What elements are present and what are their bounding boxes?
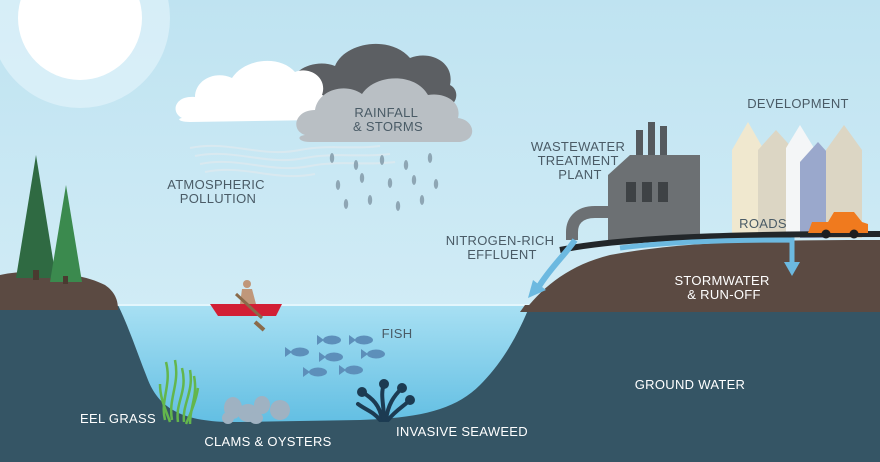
clams-and-oysters bbox=[222, 396, 290, 424]
label-eel-grass: EEL GRASS bbox=[80, 411, 156, 426]
fish-icon bbox=[339, 365, 363, 375]
development-buildings bbox=[732, 122, 862, 238]
fish-icon bbox=[317, 335, 341, 345]
pollution-wind-lines bbox=[189, 144, 396, 178]
fish-icon bbox=[349, 335, 373, 345]
effluent-flow-arrow bbox=[535, 238, 578, 290]
label-nitrogen-effluent: NITROGEN-RICH EFFLUENT bbox=[446, 233, 559, 262]
label-development: DEVELOPMENT bbox=[747, 96, 849, 111]
label-roads: ROADS bbox=[739, 216, 787, 231]
fish-icon bbox=[319, 352, 343, 362]
pine-trees bbox=[16, 155, 82, 284]
label-fish: FISH bbox=[382, 326, 413, 341]
label-stormwater: STORMWATER & RUN-OFF bbox=[674, 273, 773, 302]
eel-grass bbox=[158, 359, 200, 425]
fish-school bbox=[285, 335, 385, 377]
invasive-seaweed bbox=[356, 379, 415, 422]
label-atmospheric-pollution: ATMOSPHERIC POLLUTION bbox=[167, 177, 269, 206]
stormwater-flow-arrow bbox=[619, 237, 795, 264]
fish-icon bbox=[285, 347, 309, 357]
sun-icon bbox=[0, 0, 170, 108]
rowboat-icon bbox=[210, 280, 282, 332]
label-clams-oysters: CLAMS & OYSTERS bbox=[204, 434, 331, 449]
label-wastewater-plant: WASTEWATER TREATMENT PLANT bbox=[531, 139, 629, 182]
estuary-water bbox=[118, 305, 530, 423]
fish-icon bbox=[361, 349, 385, 359]
label-ground-water: GROUND WATER bbox=[635, 377, 745, 392]
car-icon bbox=[808, 212, 868, 239]
white-cloud bbox=[175, 60, 332, 122]
label-rainfall: RAINFALL & STORMS bbox=[353, 105, 423, 134]
effluent-pipe bbox=[566, 206, 610, 240]
label-invasive-seaweed: INVASIVE SEAWEED bbox=[396, 424, 528, 439]
rain-cloud bbox=[296, 78, 473, 142]
treatment-plant bbox=[608, 122, 700, 240]
fish-icon bbox=[303, 367, 327, 377]
road bbox=[559, 231, 880, 253]
rain-drops bbox=[329, 153, 439, 211]
left-shore bbox=[0, 271, 118, 310]
right-shore-fill bbox=[520, 305, 880, 312]
